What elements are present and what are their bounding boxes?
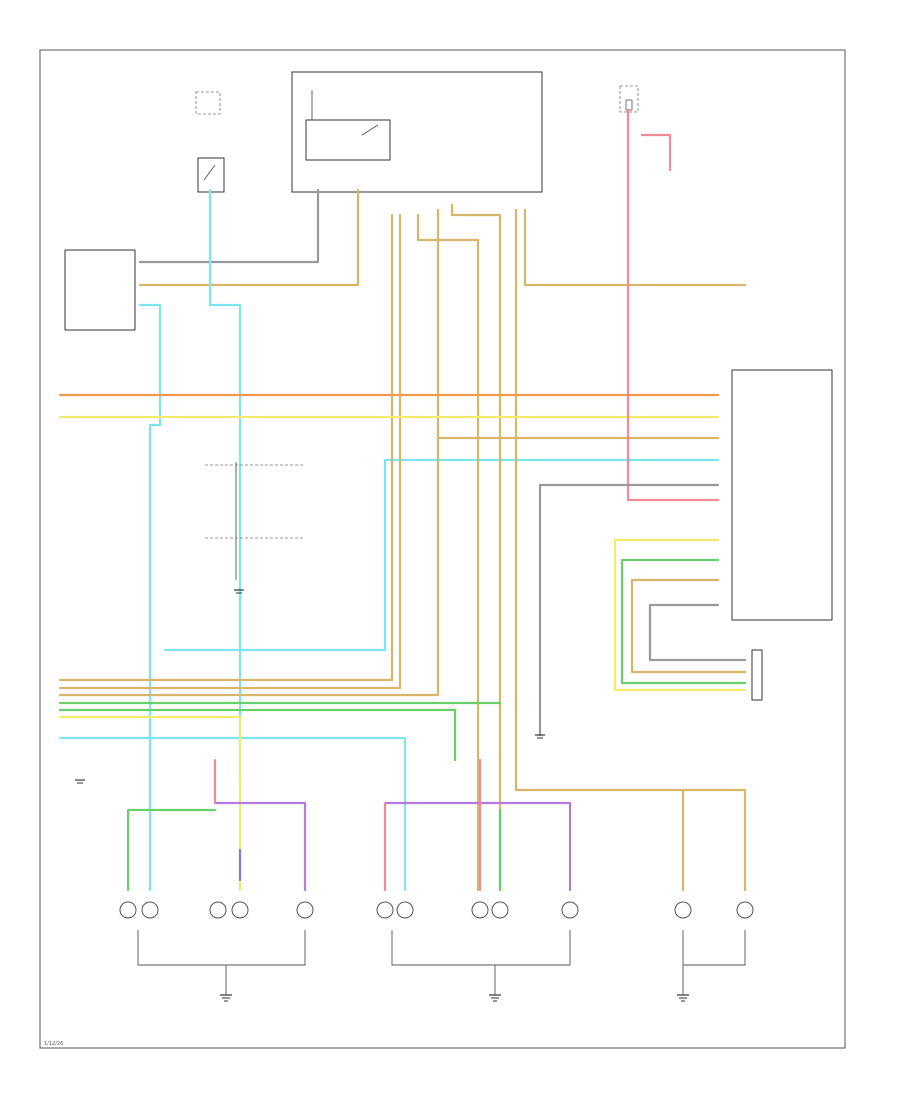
wire-pink-top [640,133,672,172]
wire-cyan-stop [208,188,242,782]
grounds [75,589,689,1002]
wires [58,108,747,995]
wire-purple-left [213,801,307,892]
bulb-icon [561,901,579,919]
wire-tan-2 [58,213,394,682]
page-code: 1/12/26 [44,1041,63,1047]
lamps [119,901,754,919]
wire-tan-1 [138,188,360,287]
bulb-icon [491,901,509,919]
body-control-module [64,249,136,331]
wire-cyan-main [138,303,162,892]
stop-lamp-switch [197,157,225,193]
wire-purple-mid [383,801,572,892]
bulb-icon [471,901,489,919]
wire-tan-5 [58,436,440,697]
bulb-icon [674,901,692,919]
ground-bus-mid [391,930,571,966]
bulb-icon [209,901,227,919]
wire-tan-9 [523,208,747,287]
ground-icon [220,994,232,1002]
ground-icon [234,589,244,594]
ground-icon [75,779,85,784]
ground-icon [677,994,689,1002]
ground-bus-right [682,930,746,966]
wire-green-left [126,808,217,892]
wire-green-2 [58,708,457,762]
wire-yellow-trailer [613,538,747,692]
bulb-icon [376,901,394,919]
stop-lamp-switch-fuse [195,91,221,115]
wire-green-trailer [620,558,747,685]
ground-icon [489,994,501,1002]
ground-bus-left [137,930,306,966]
wire-gray-trailer [648,603,747,662]
fuse-relay-center [291,71,543,193]
wire-tan-7 [450,203,502,892]
wire-yellow-drop [58,715,242,892]
bulb-icon [396,901,414,919]
wire-cyan-low [58,736,407,892]
wire-cyan-right [163,458,720,652]
bulb-icon [119,901,137,919]
wire-tan-4 [436,208,720,440]
wire-pink-right [626,108,720,502]
wire-gray-ground [538,483,720,737]
page-border [39,49,846,1049]
bulb-icon [296,901,314,919]
bulb-icon [736,901,754,919]
bulb-icon [231,901,249,919]
bulb-icon [141,901,159,919]
trailer-connector [751,649,763,701]
relay-box [305,119,391,161]
wire-tan-6 [416,213,480,892]
fuse-icon [625,99,633,111]
wire-gray-1 [138,188,320,264]
trailer-fuse [619,85,639,113]
trailer-relay-module [731,369,833,621]
top-components [64,71,833,701]
wire-tan-8 [514,208,747,892]
ground-icon [535,734,545,739]
wire-tan-trailer [630,578,747,674]
wire-tan-3 [58,213,402,690]
